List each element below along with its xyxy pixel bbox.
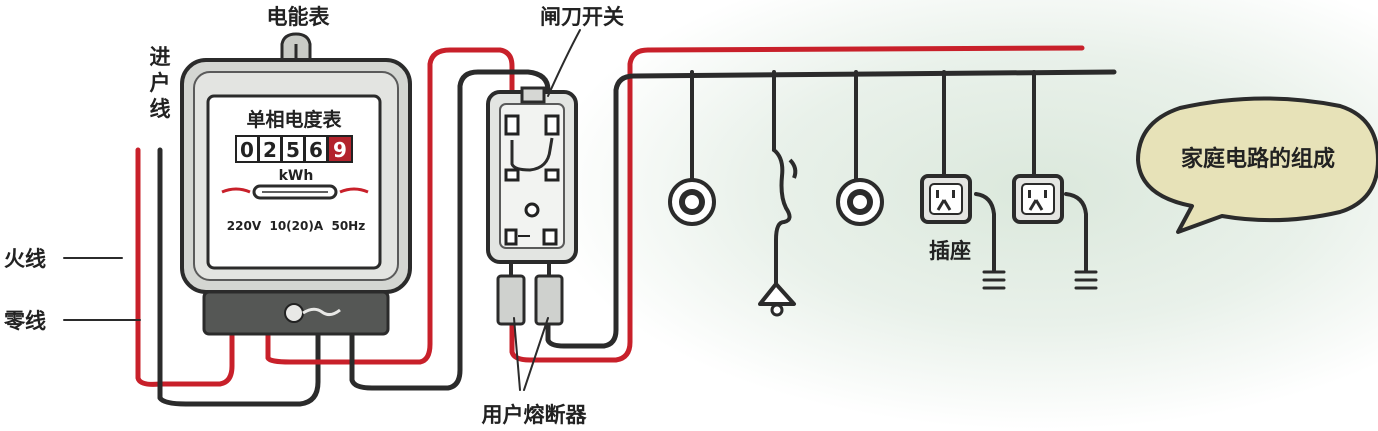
meter-face-title: 单相电度表	[246, 108, 342, 131]
meter-to-switch-neutral	[349, 69, 551, 391]
incoming-line-label: 进 户 线	[150, 45, 171, 121]
incoming-line-char-1: 进	[150, 45, 171, 69]
neutral-wire-label: 零线	[3, 309, 46, 333]
meter-label: 电能表	[267, 5, 331, 29]
meter-digit-0: 0	[240, 138, 254, 162]
incoming-neutral-wire	[157, 147, 321, 407]
incoming-live-wire	[135, 147, 235, 387]
speech-bubble	[1136, 96, 1378, 234]
incoming-line-char-3: 线	[150, 97, 171, 121]
lamp-holder-1	[668, 178, 716, 226]
user-fuses	[496, 262, 564, 326]
electric-meter	[180, 32, 412, 336]
bubble-text: 家庭电路的组成	[1181, 146, 1335, 172]
incoming-wires	[135, 147, 321, 407]
meter-digit-2: 5	[286, 138, 300, 162]
live-wire-label: 火线	[4, 247, 46, 271]
meter-disc-window	[221, 184, 369, 200]
socket-2	[1012, 174, 1064, 224]
knife-switch-label: 闸刀开关	[540, 5, 624, 29]
meter-digit-1: 2	[263, 138, 277, 162]
meter-digit-3: 6	[309, 138, 323, 162]
fuse-right	[534, 274, 564, 326]
main-wires	[265, 45, 1117, 391]
fuse-to-line-neutral	[545, 69, 1117, 349]
pointer-lines	[63, 29, 581, 391]
meter-counter	[235, 135, 353, 163]
meter-digit-4: 9	[333, 138, 347, 162]
fuse-left	[496, 274, 526, 326]
ground-symbol-1	[982, 270, 1006, 290]
pendant-lamp	[758, 148, 798, 317]
meter-unit: kWh	[279, 168, 314, 184]
incoming-line-char-2: 户	[150, 71, 171, 95]
branch-wires	[690, 70, 1088, 272]
knife-switch	[486, 86, 578, 264]
terminal-seal	[284, 303, 341, 323]
fuse-label: 用户熔断器	[482, 403, 588, 427]
meter-hanger	[280, 32, 312, 66]
ground-symbol-2	[1074, 270, 1098, 290]
lamp-holder-2	[836, 178, 884, 226]
meter-to-switch-live	[265, 47, 515, 365]
fuse-to-line-live	[509, 45, 1085, 363]
socket-label: 插座	[929, 239, 971, 263]
meter-rating: 220V 10(20)A 50Hz	[227, 219, 365, 233]
switch-handle	[520, 86, 546, 104]
digit-box-4	[327, 135, 353, 163]
socket-1	[920, 174, 972, 224]
